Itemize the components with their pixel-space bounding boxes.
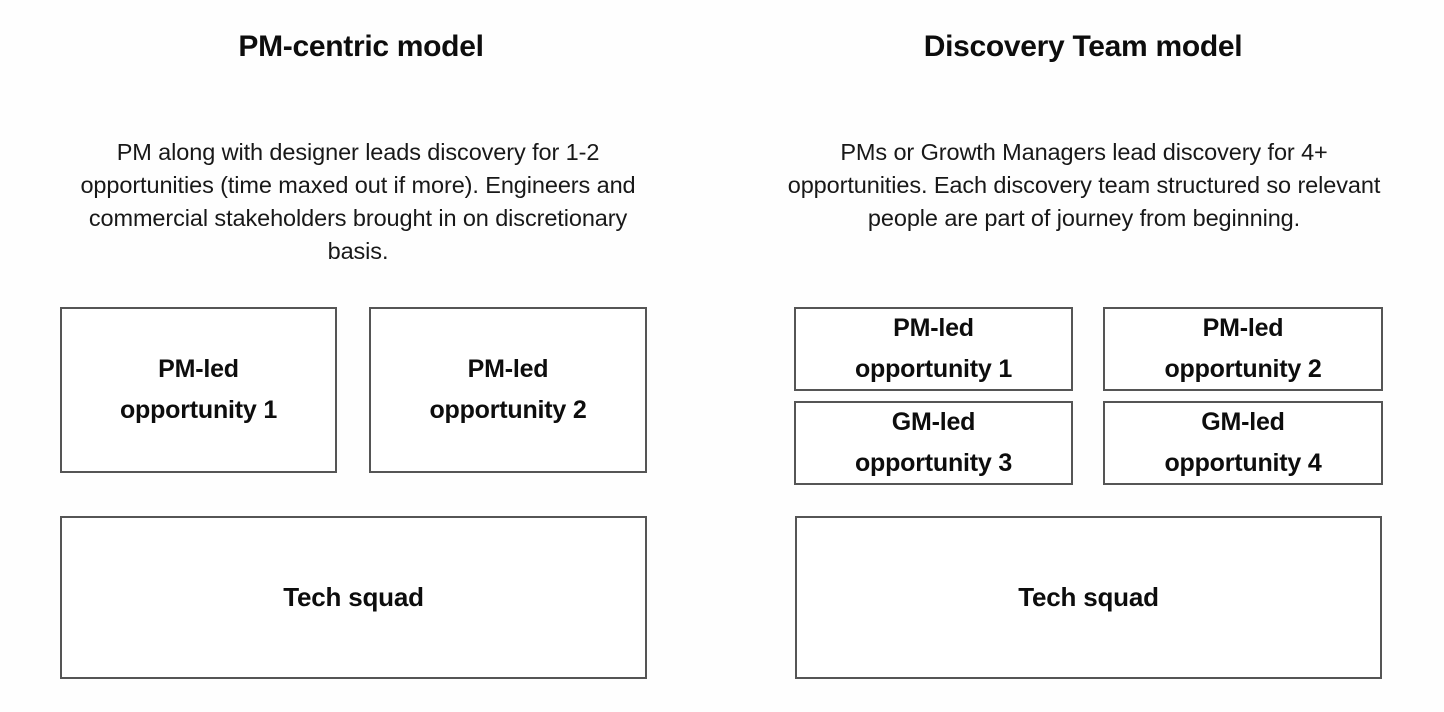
box-label-pm-led-opportunity-2: PM-led opportunity 2	[429, 355, 587, 424]
column-title-discovery-team: Discovery Team model	[923, 30, 1243, 63]
column-discovery-team-model: Discovery Team model PMs or Growth Manag…	[722, 0, 1444, 712]
box-pm-led-opportunity-1: PM-led opportunity 1	[60, 307, 337, 473]
box-tech-squad-pm-centric: Tech squad	[60, 516, 647, 679]
box-label-tech-squad-discovery-team: Tech squad	[1018, 582, 1159, 612]
box-gm-led-opportunity-4: GM-led opportunity 4	[1103, 401, 1383, 485]
column-description-discovery-team: PMs or Growth Managers lead discovery fo…	[787, 139, 1381, 231]
box-gm-led-opportunity-3: GM-led opportunity 3	[794, 401, 1073, 485]
box-label-pm-led-opportunity-1-discovery: PM-led opportunity 1	[854, 314, 1013, 383]
box-label-pm-led-opportunity-2-discovery: PM-led opportunity 2	[1164, 314, 1322, 383]
box-pm-led-opportunity-1-discovery: PM-led opportunity 1	[794, 307, 1073, 391]
box-pm-led-opportunity-2-discovery: PM-led opportunity 2	[1103, 307, 1383, 391]
box-label-gm-led-opportunity-4: GM-led opportunity 4	[1164, 408, 1322, 477]
box-pm-led-opportunity-2: PM-led opportunity 2	[369, 307, 647, 473]
column-pm-centric-model: PM-centric model PM along with designer …	[60, 30, 647, 679]
column-title-pm-centric: PM-centric model	[238, 30, 484, 63]
box-label-pm-led-opportunity-1: PM-led opportunity 1	[119, 355, 278, 424]
box-tech-squad-discovery-team: Tech squad	[795, 516, 1382, 679]
box-label-tech-squad-pm-centric: Tech squad	[283, 582, 424, 612]
column-description-pm-centric: PM along with designer leads discovery f…	[80, 139, 636, 264]
box-label-gm-led-opportunity-3: GM-led opportunity 3	[854, 408, 1013, 477]
